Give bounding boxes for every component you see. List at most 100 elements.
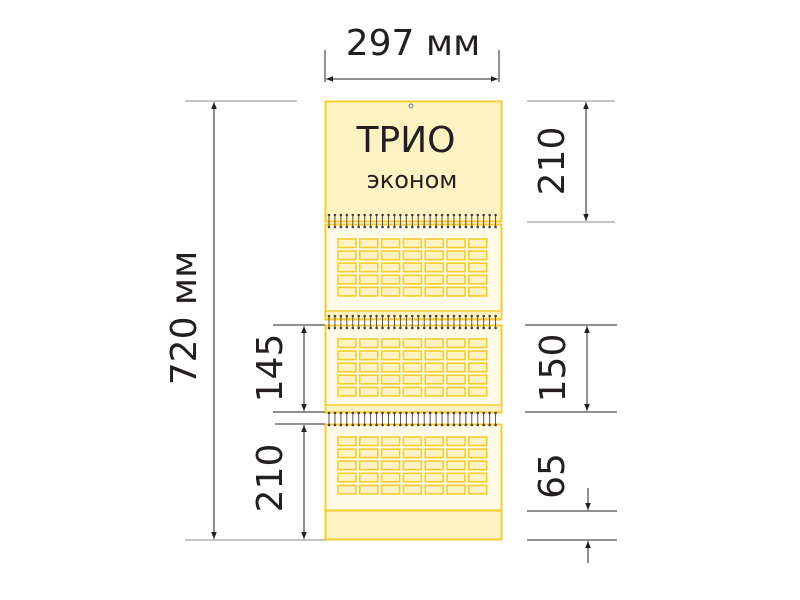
day-cell [380,448,401,459]
spiral-hole-icon [440,423,444,427]
spiral-hole-icon [464,213,468,217]
spiral-hole-icon [488,213,491,217]
spiral-hole-icon [446,314,450,318]
spiral-hole-icon [339,411,343,415]
total-height-dimension: 720 мм [164,100,325,541]
width-dimension: 297 мм [324,23,500,82]
spiral-hole-icon [381,314,384,318]
day-cell [358,350,379,361]
spiral-hole-icon [452,423,456,427]
spiral-hole-icon [470,213,474,217]
spiral-hole-icon [476,411,480,415]
spiral-hole-icon [476,423,480,427]
spiral-hole-icon [488,314,491,318]
block-height-label: 150 [533,334,574,403]
spiral-hole-icon [488,225,491,229]
spiral-hole-icon [393,225,396,229]
spiral-hole-icon [339,225,343,229]
spiral-hole-icon [333,225,337,229]
spiral-hole-icon [422,213,426,217]
spiral-hole-icon [393,423,396,427]
spiral-hole-icon [494,423,497,427]
spiral-hole-icon [333,213,337,217]
day-cell [424,274,445,285]
spiral-hole-icon [482,213,486,217]
day-cell [424,484,445,495]
block-1-strip [324,310,503,320]
total-height-label: 720 мм [164,251,205,385]
day-cell [467,484,488,495]
spiral-hole-icon [411,225,414,229]
day-cell [337,338,357,349]
day-cell [380,238,401,249]
day-cell [424,460,445,471]
spiral-hole-icon [387,314,390,318]
spiral-hole-icon [393,411,396,415]
spiral-hole-icon [482,314,486,318]
day-cell [402,436,423,447]
day-cell [424,338,445,349]
day-cell [358,472,379,483]
spiral-hole-icon [416,314,420,318]
day-cell [467,386,488,397]
spiral-hole-icon [375,423,378,427]
spiral-hole-icon [363,213,367,217]
day-cell [424,386,445,397]
spiral-hole-icon [363,225,367,229]
spiral-hole-icon [381,423,384,427]
day-cell [446,448,466,459]
spiral-hole-icon [411,213,414,217]
day-cell [337,362,357,373]
day-cell [358,238,379,249]
spiral-hole-icon [363,314,367,318]
day-cell [446,238,466,249]
spiral-hole-icon [393,213,396,217]
spiral-hole-icon [369,326,372,330]
day-cell [467,436,488,447]
spiral-hole-icon [405,225,408,229]
day-cell [467,460,488,471]
spiral-hole-icon [363,326,367,330]
spiral-hole-icon [381,411,384,415]
spiral-hole-icon [339,314,343,318]
day-cell [424,362,445,373]
spiral-hole-icon [482,326,486,330]
spiral-hole-icon [405,411,408,415]
width-label: 297 мм [346,23,480,64]
day-cell [402,262,423,273]
hanging-hole-icon [408,103,414,109]
spiral-hole-icon [351,423,355,427]
spiral-hole-icon [369,225,372,229]
title-line1: ТРИО [356,120,456,161]
spiral-hole-icon [482,411,486,415]
day-cell [337,472,357,483]
spiral-hole-icon [369,213,372,217]
spiral-hole-icon [494,326,497,330]
day-cell [380,274,401,285]
spiral-hole-icon [440,314,444,318]
spiral-hole-icon [458,213,462,217]
spiral-hole-icon [351,314,355,318]
day-cell [380,484,401,495]
spiral-hole-icon [387,326,390,330]
spiral-hole-icon [405,423,408,427]
day-cell [337,484,357,495]
day-cell [380,286,401,297]
day-cell [337,386,357,397]
spiral-hole-icon [458,314,462,318]
spiral-hole-icon [458,225,462,229]
spiral-hole-icon [416,423,420,427]
day-cell [467,338,488,349]
spiral-hole-icon [399,411,402,415]
day-cell [446,362,466,373]
header-height-dimension: 210 [527,100,615,223]
spiral-hole-icon [464,411,468,415]
spiral-hole-icon [405,213,408,217]
bottom-block-label: 210 [250,444,291,513]
day-cell [358,262,379,273]
day-cell [467,274,488,285]
day-cell [358,274,379,285]
spiral-hole-icon [452,411,456,415]
grid-height-label: 145 [250,334,291,403]
day-cell [380,338,401,349]
